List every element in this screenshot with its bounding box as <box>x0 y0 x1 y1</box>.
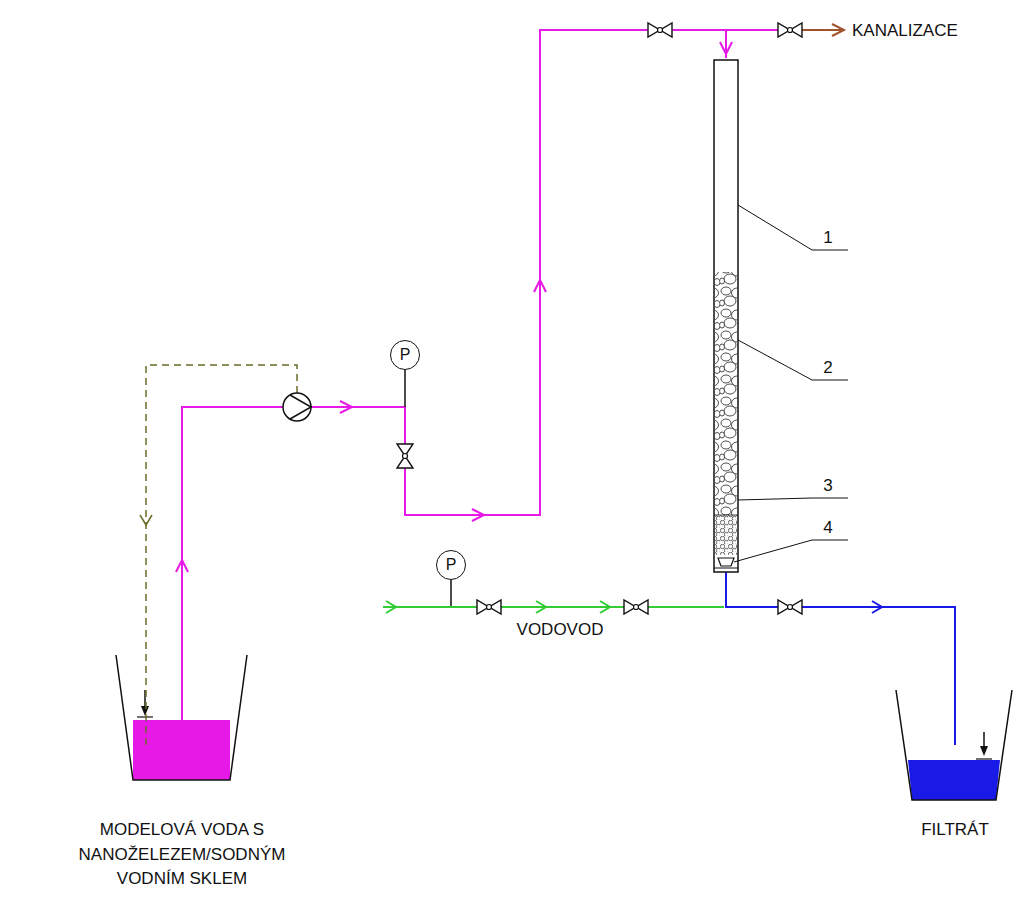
pressure-gauge: P <box>390 340 420 370</box>
callout-number: 4 <box>823 516 832 541</box>
filtrate-pipe <box>726 572 955 745</box>
valve-symbol <box>788 28 793 33</box>
feed-pipe <box>176 30 781 745</box>
outlet-label: KANALIZACE <box>852 19 958 44</box>
gauge-stem <box>450 580 452 607</box>
filtrate-label: FILTRÁT <box>921 818 989 843</box>
valve-symbol <box>624 600 648 614</box>
pressure-gauge: P <box>436 550 466 580</box>
valve-group <box>397 23 802 614</box>
return-line <box>140 365 297 745</box>
valve-symbol <box>403 454 408 459</box>
callout-number: 2 <box>823 356 832 381</box>
valve-symbol <box>648 23 672 37</box>
callout-number: 1 <box>823 226 832 251</box>
valve-symbol <box>788 605 793 610</box>
drain-pipe <box>799 24 844 36</box>
gauge-letter: P <box>446 557 457 573</box>
valve-symbol <box>778 600 802 614</box>
leader-line <box>734 205 848 562</box>
valve-symbol <box>658 28 663 33</box>
pump-symbol <box>283 393 311 421</box>
tank-label: MODELOVÁ VODA S NANOŽELEZEM/SODNÝM VODNÍ… <box>57 818 307 892</box>
supply-label: VODOVOD <box>517 618 604 643</box>
gauge-letter: P <box>400 347 411 363</box>
valve-symbol <box>487 605 492 610</box>
valve-symbol <box>778 23 802 37</box>
supply-pipe <box>383 601 724 613</box>
valve-symbol <box>397 444 413 468</box>
filter-column <box>714 60 738 572</box>
valve-symbol <box>477 600 501 614</box>
callout-number: 3 <box>823 474 832 499</box>
gauge-stem <box>404 370 406 407</box>
valve-symbol <box>634 605 639 610</box>
